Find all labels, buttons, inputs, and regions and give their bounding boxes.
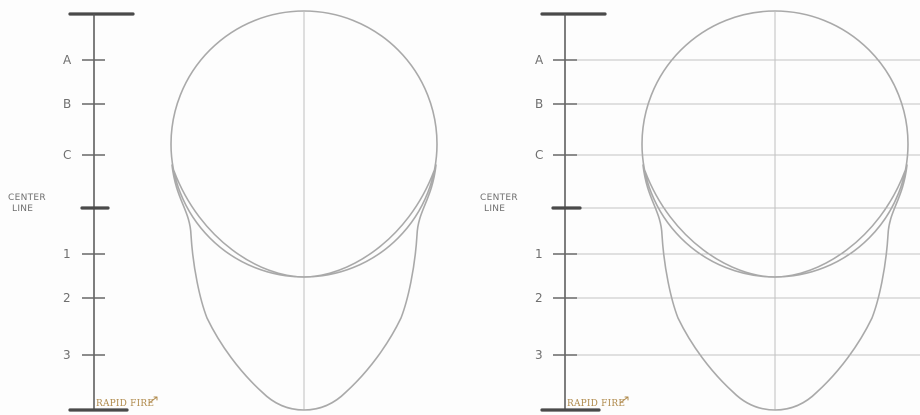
ruler-label-2: 2 xyxy=(63,291,71,305)
ruler-label-b: B xyxy=(535,97,543,111)
ruler-label-c: C xyxy=(63,148,71,162)
brand-watermark: RAPID FIRE xyxy=(567,399,625,409)
ruler-label-a: A xyxy=(63,53,72,67)
ruler-label-2: 2 xyxy=(535,291,543,305)
ruler-label-1: 1 xyxy=(63,247,71,261)
ruler-label-3: 3 xyxy=(63,348,71,362)
center-label-line2: LINE xyxy=(484,204,505,214)
ruler-label-a: A xyxy=(535,53,544,67)
brand-watermark: RAPID FIRE xyxy=(96,399,154,409)
ruler-label-b: B xyxy=(63,97,71,111)
panel-left: A B C 1 2 3 CENTER LINE RAPID FIRE xyxy=(8,11,437,410)
center-label-line1: CENTER xyxy=(8,193,46,203)
ruler-label-1: 1 xyxy=(535,247,543,261)
panel-right: A B C 1 2 3 CENTER LINE RAPID FIRE xyxy=(480,11,920,410)
ruler-label-3: 3 xyxy=(535,348,543,362)
center-label-line2: LINE xyxy=(12,204,33,214)
center-label-line1: CENTER xyxy=(480,193,518,203)
ruler-label-c: C xyxy=(535,148,543,162)
